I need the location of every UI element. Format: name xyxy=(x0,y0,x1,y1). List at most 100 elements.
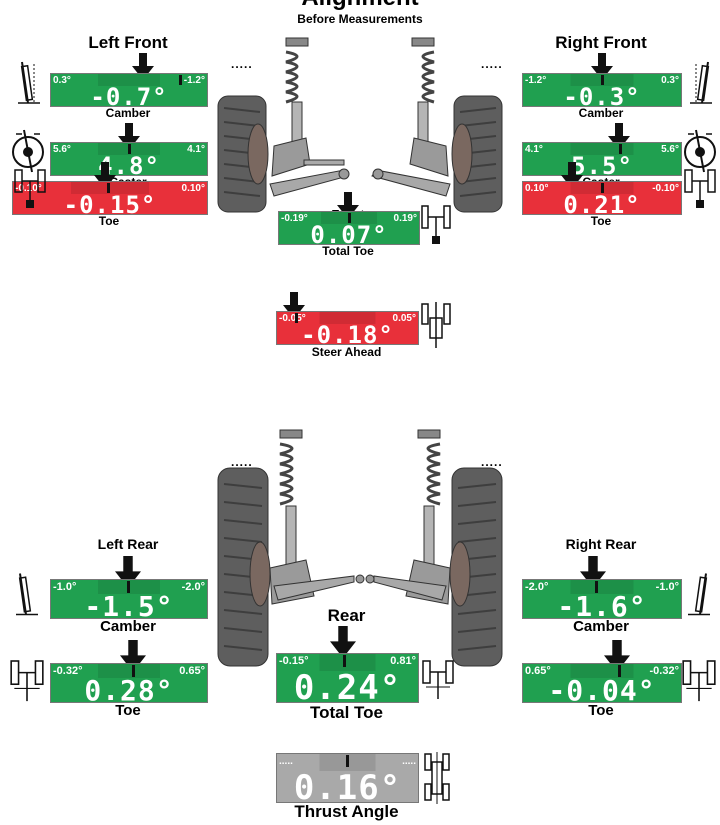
gauge-value: 0.21° xyxy=(563,191,641,219)
arrow-down-icon xyxy=(118,123,140,150)
gauge-value: -0.7° xyxy=(90,83,168,111)
caster-wheel-icon xyxy=(12,129,44,173)
right-rear-title: Right Rear xyxy=(565,536,637,552)
gauge-pointer xyxy=(343,655,346,667)
left-front-title: Left Front xyxy=(88,33,168,52)
camber-wheel-icon xyxy=(16,573,38,616)
rear-total-toe-label: Total Toe xyxy=(309,703,384,722)
left-front-toe-gauge: -0.10° 0.10° -0.15° xyxy=(12,181,208,217)
gauge-min: 5.6° xyxy=(53,144,71,155)
gauge-min: 0.65° xyxy=(525,665,551,677)
right-front-dots: ..... xyxy=(481,57,503,71)
gauge-pointer xyxy=(179,75,182,85)
steer-ahead-icon xyxy=(421,302,451,348)
toe-wheels-icon xyxy=(684,169,716,208)
arrow-down-icon xyxy=(283,292,305,319)
gauge-max: -0.10° xyxy=(652,183,679,194)
rear-suspension-illustration xyxy=(217,429,503,667)
gauge-max: -1.2° xyxy=(183,75,205,86)
gauge-pointer xyxy=(618,665,621,677)
gauge-value: 0.16° xyxy=(293,768,402,808)
right-front-toe-gauge: 0.10° -0.10° 0.21° xyxy=(522,181,682,219)
page-subtitle: Before Measurements xyxy=(297,12,423,26)
arrow-down-icon xyxy=(604,640,630,672)
toe-wheels-icon xyxy=(14,169,46,208)
left-front-dots: ..... xyxy=(231,57,253,71)
left-front-camber-gauge: 0.3° -1.2° -0.7° xyxy=(50,73,208,111)
right-rear-dots: ..... xyxy=(481,455,503,469)
gauge-value: -1.6° xyxy=(557,590,647,623)
right-rear-camber-label: Camber xyxy=(573,618,629,635)
arrow-down-icon xyxy=(330,626,356,658)
gauge-tolerance-band xyxy=(277,654,418,671)
gauge-pointer xyxy=(107,183,110,193)
gauge-tolerance-band xyxy=(13,182,207,194)
gauge-max: 0.19° xyxy=(393,213,417,224)
gauge-min: -2.0° xyxy=(525,581,549,593)
gauge-min: 0.10° xyxy=(525,183,549,194)
gauge-pointer xyxy=(595,581,598,593)
gauge-pointer xyxy=(127,581,130,593)
gauge-pointer xyxy=(295,313,298,323)
gauge-value: 0.07° xyxy=(310,221,388,249)
gauge-min: -1.2° xyxy=(525,75,547,86)
arrow-down-icon xyxy=(94,162,116,189)
thrust-angle-icon xyxy=(424,752,450,804)
gauge-pointer xyxy=(128,144,131,154)
total-toe-icon xyxy=(421,205,451,244)
right-rear-toe-label: Toe xyxy=(588,702,614,719)
gauge-value: 0.28° xyxy=(84,674,174,707)
gauge-max: -0.32° xyxy=(649,665,679,677)
right-front-camber-label: Camber xyxy=(578,106,624,120)
right-front-caster-gauge: 4.1° 5.6° 5.5° xyxy=(522,142,682,180)
camber-wheel-icon xyxy=(688,573,710,616)
total-toe-icon xyxy=(422,660,454,699)
gauge-min: -0.05° xyxy=(279,313,306,324)
front-suspension-illustration xyxy=(217,37,503,213)
gauge-value: 0.24° xyxy=(293,668,402,708)
gauge-min: -1.0° xyxy=(53,581,77,593)
gauge-max: 0.81° xyxy=(390,655,416,667)
front-total-toe-gauge: -0.19° 0.19° 0.07° xyxy=(278,211,420,249)
thrust-angle-gauge: ..... ..... 0.16° xyxy=(276,753,419,808)
gauge-tolerance-band xyxy=(523,580,681,594)
gauge-value: -0.3° xyxy=(563,83,641,111)
arrow-down-icon xyxy=(115,556,141,588)
front-total-toe-label: Total Toe xyxy=(322,244,374,258)
gauge-value: -0.04° xyxy=(548,674,656,707)
gauge-max: 0.3° xyxy=(661,75,679,86)
gauge-min: ..... xyxy=(279,756,293,767)
gauge-max: ..... xyxy=(402,756,416,767)
arrow-down-icon xyxy=(561,162,583,189)
right-front-toe-label: Toe xyxy=(590,214,612,228)
left-rear-title: Left Rear xyxy=(97,536,159,552)
gauge-min: -0.10° xyxy=(15,183,42,194)
camber-wheel-icon xyxy=(18,61,40,104)
arrow-down-icon xyxy=(120,640,146,672)
gauge-min: 0.3° xyxy=(53,75,71,86)
arrow-down-icon xyxy=(132,53,154,80)
arrow-down-icon xyxy=(591,53,613,80)
gauge-max: -2.0° xyxy=(181,581,205,593)
gauge-tolerance-band xyxy=(277,312,418,324)
gauge-min: -0.15° xyxy=(279,655,309,667)
arrow-down-icon xyxy=(608,123,630,150)
gauge-min: -0.32° xyxy=(53,665,83,677)
gauge-pointer xyxy=(601,75,604,85)
gauge-max: 0.05° xyxy=(392,313,416,324)
gauge-max: -1.0° xyxy=(655,581,679,593)
left-front-camber-label: Camber xyxy=(105,106,151,120)
right-front-camber-gauge: -1.2° 0.3° -0.3° xyxy=(522,73,682,111)
caster-wheel-icon xyxy=(684,129,716,173)
arrow-down-icon xyxy=(580,556,606,588)
steer-ahead-gauge: -0.05° 0.05° -0.18° xyxy=(276,311,419,347)
right-rear-camber-gauge: -2.0° -1.0° -1.6° xyxy=(522,579,682,623)
gauge-value: 5.5° xyxy=(571,152,633,180)
gauge-max: 0.65° xyxy=(179,665,205,677)
steer-ahead-label: Steer Ahead xyxy=(311,345,382,359)
gauge-tolerance-band xyxy=(51,74,207,86)
rear-axle-label: Rear xyxy=(327,606,366,625)
gauge-tolerance-band xyxy=(51,664,207,678)
right-rear-toe-gauge: 0.65° -0.32° -0.04° xyxy=(522,663,682,707)
left-rear-toe-gauge: -0.32° 0.65° 0.28° xyxy=(50,663,208,707)
